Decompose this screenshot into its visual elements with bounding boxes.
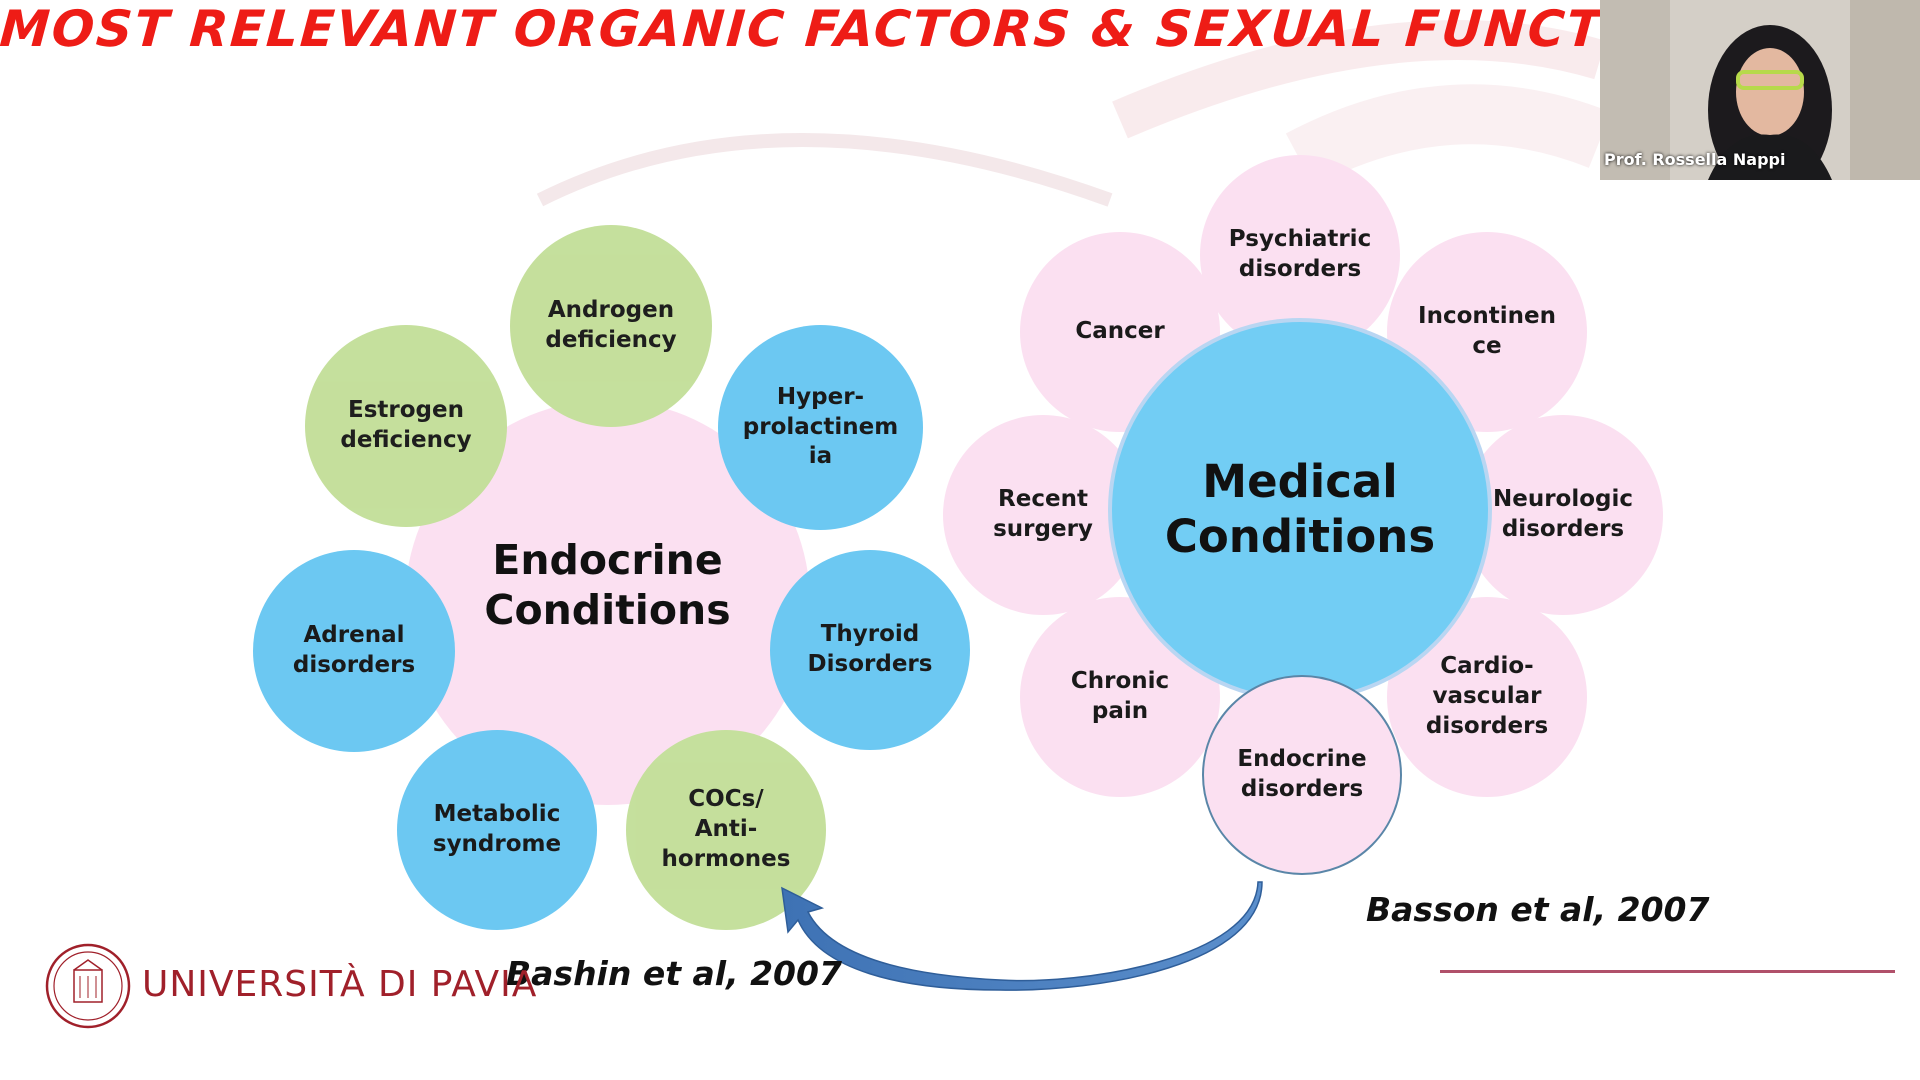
university-name: UNIVERSITÀ DI PAVIA bbox=[142, 964, 538, 1005]
medical-center-circle bbox=[1108, 318, 1492, 702]
webcam-person-image bbox=[1600, 0, 1920, 180]
endocrine-node-label: Adrenal disorders bbox=[292, 622, 416, 678]
endocrine-node-label: Hyper- prolactinem ia bbox=[742, 383, 899, 470]
medical-node-incontinence: Incontinen ce bbox=[1387, 232, 1587, 432]
endocrine-node-estrogen: Estrogen deficiency bbox=[305, 325, 507, 527]
medical-node-label: Cardio- vascular disorders bbox=[1425, 653, 1549, 739]
medical-node-label: Cancer bbox=[1075, 318, 1165, 345]
medical-node-psychiatric: Psychiatric disorders bbox=[1200, 155, 1400, 355]
endocrine-center-label: Endocrine Conditions bbox=[484, 536, 731, 635]
endocrine-node-metabolic: Metabolic syndrome bbox=[397, 730, 597, 930]
medical-node-label: Incontinen ce bbox=[1418, 303, 1556, 359]
endocrine-node-hyperprolactinemia: Hyper- prolactinem ia bbox=[718, 325, 923, 530]
medical-node-label: Psychiatric disorders bbox=[1228, 226, 1372, 282]
medical-citation: Basson et al, 2007 bbox=[1366, 890, 1710, 929]
medical-node-label: Neurologic disorders bbox=[1492, 486, 1634, 542]
endocrine-node-label: Thyroid Disorders bbox=[807, 621, 933, 677]
endocrine-node-androgen: Androgen deficiency bbox=[510, 225, 712, 427]
endocrine-node-adrenal: Adrenal disorders bbox=[253, 550, 455, 752]
university-seal-icon bbox=[45, 943, 131, 1029]
medical-node-recent-surgery: Recent surgery bbox=[943, 415, 1143, 615]
medical-node-chronic-pain: Chronic pain bbox=[1020, 597, 1220, 797]
medical-node-label: Recent surgery bbox=[993, 486, 1093, 542]
endocrine-node-label: COCs/ Anti- hormones bbox=[661, 786, 791, 872]
speaker-name: Prof. Rossella Nappi bbox=[1604, 150, 1786, 169]
endocrine-citation: Bashin et al, 2007 bbox=[506, 954, 842, 993]
medical-node-neurologic: Neurologic disorders bbox=[1463, 415, 1663, 615]
webcam-video bbox=[1600, 0, 1920, 180]
divider-rule bbox=[1440, 970, 1895, 973]
medical-node-endocrine: Endocrine disorders bbox=[1202, 675, 1402, 875]
endocrine-node-label: Estrogen deficiency bbox=[340, 397, 472, 453]
endocrine-node-label: Androgen deficiency bbox=[545, 297, 677, 353]
endocrine-node-label: Metabolic syndrome bbox=[432, 801, 562, 857]
medical-node-label: Chronic pain bbox=[1070, 668, 1170, 724]
medical-node-label: Endocrine disorders bbox=[1237, 746, 1367, 802]
medical-center-label: Medical Conditions bbox=[1164, 455, 1436, 563]
endocrine-node-thyroid: Thyroid Disorders bbox=[770, 550, 970, 750]
